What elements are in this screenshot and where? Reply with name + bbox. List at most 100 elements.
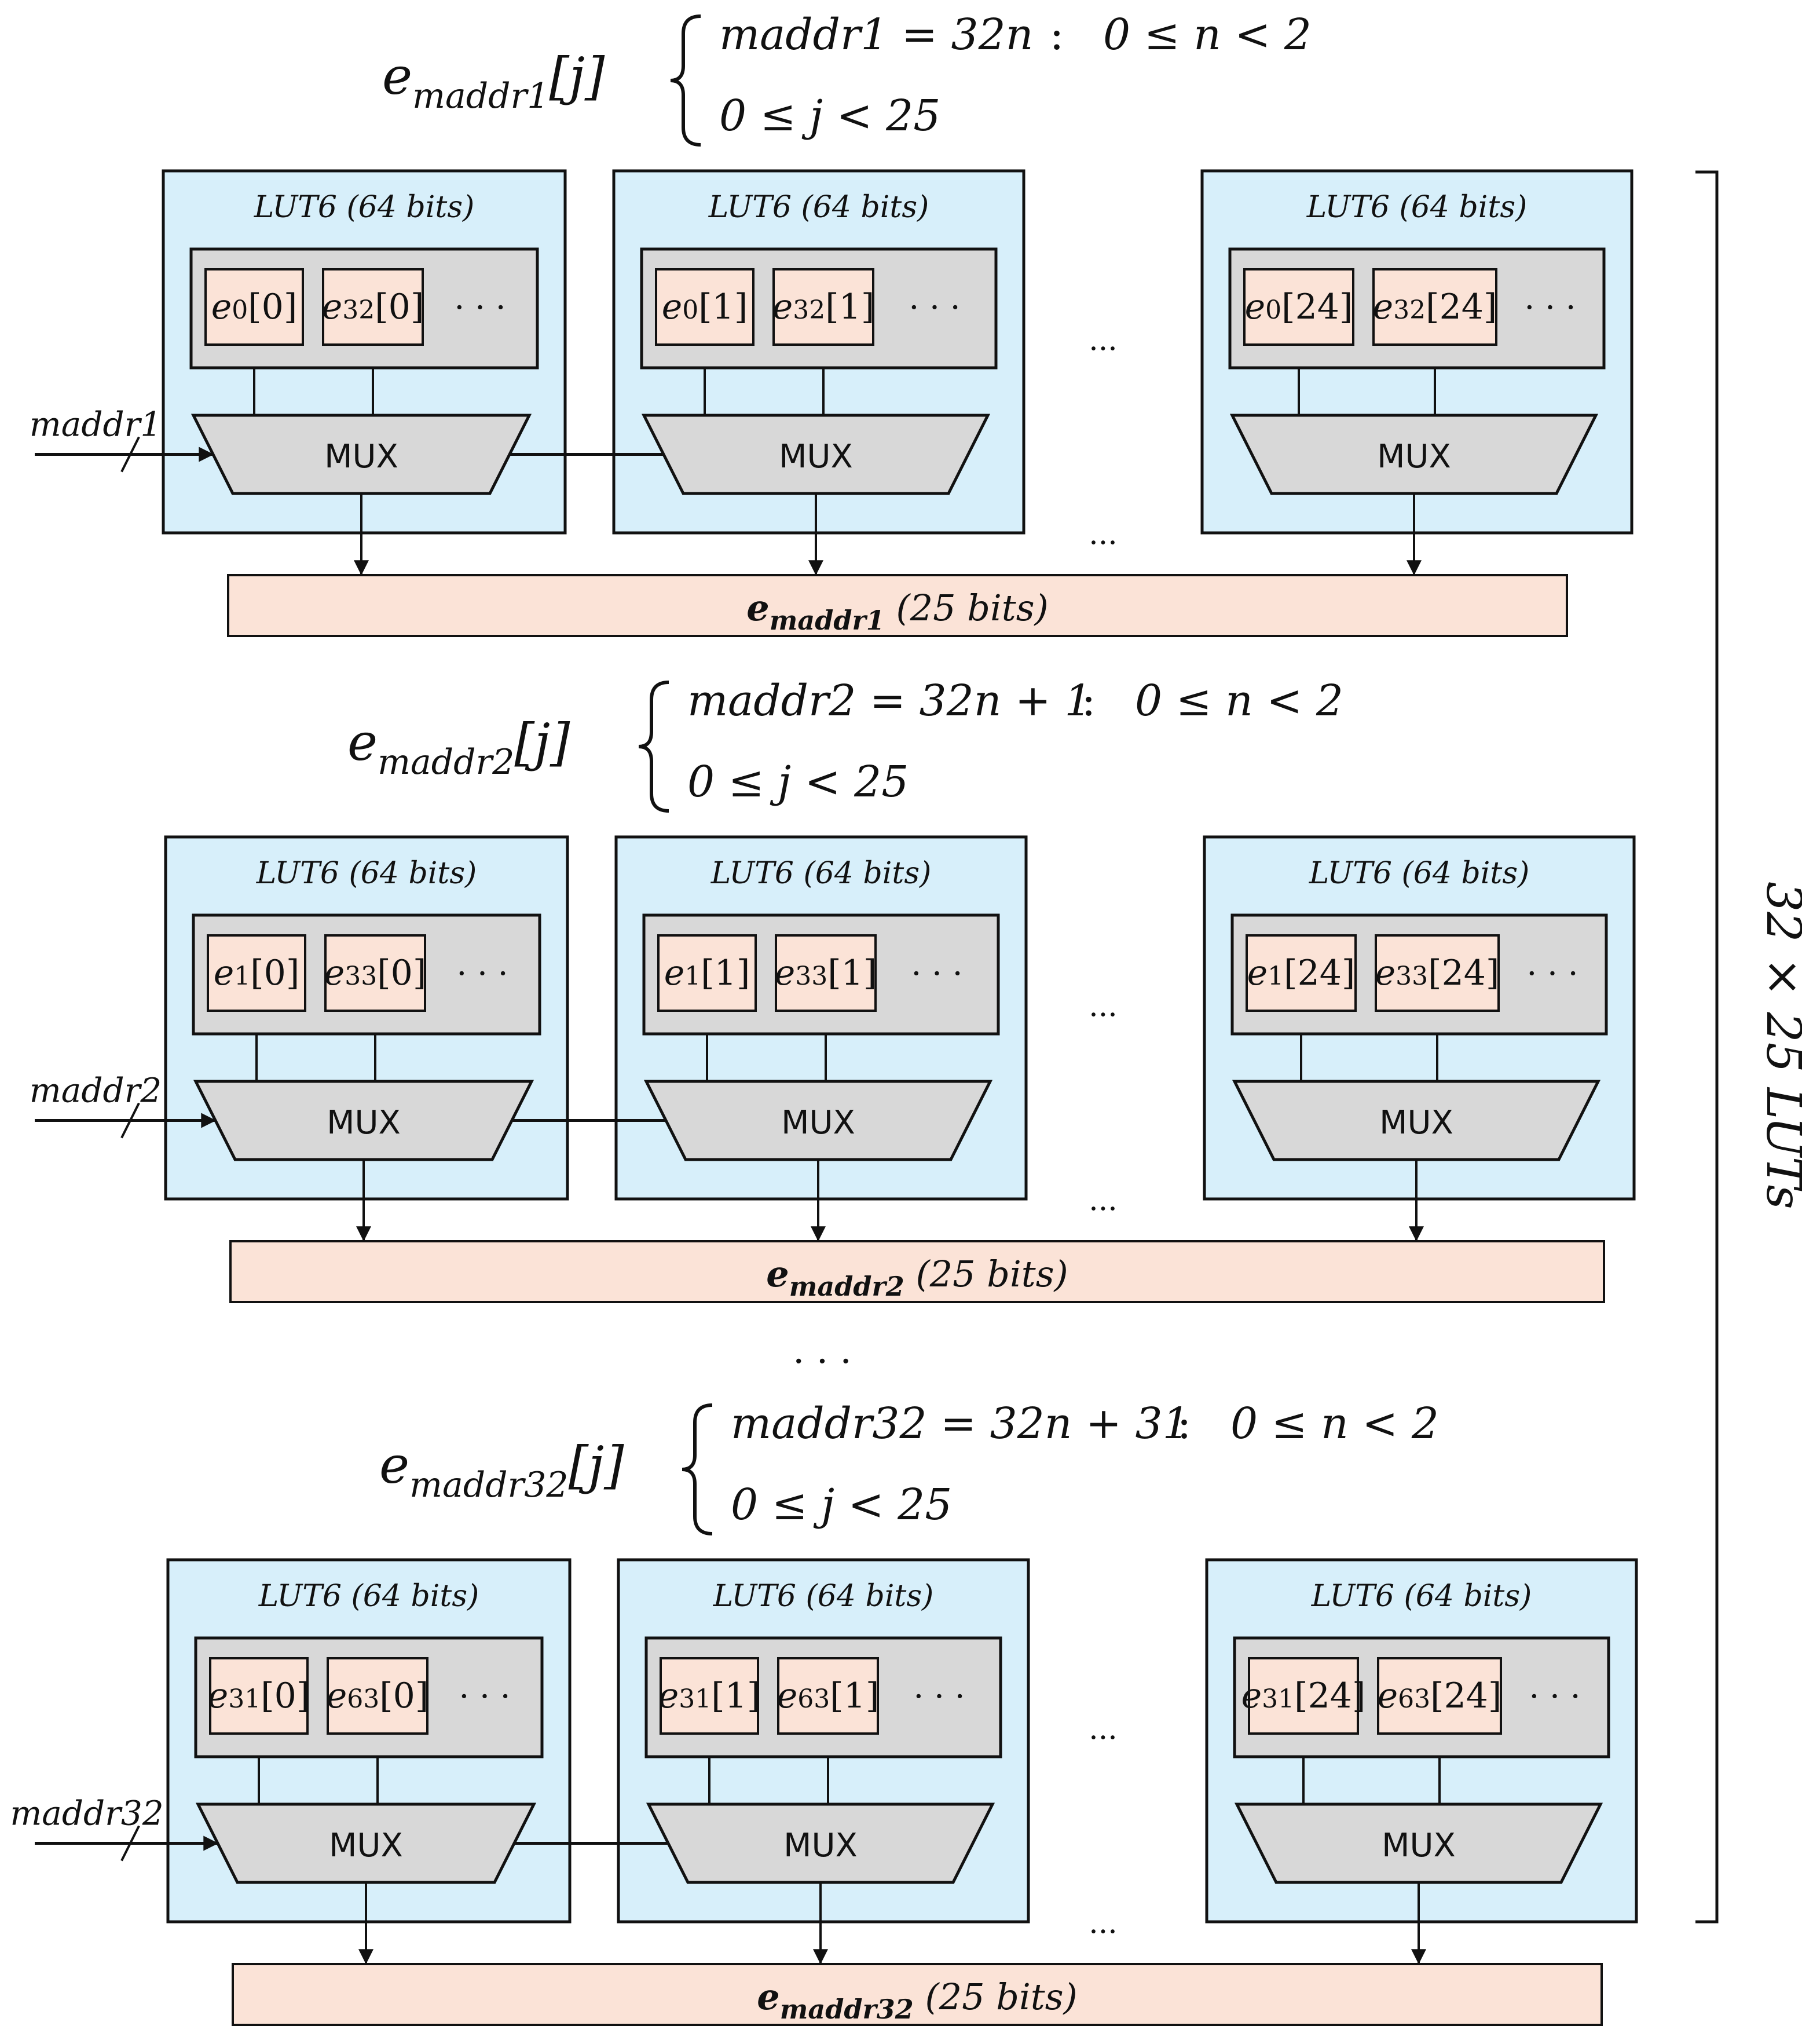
equation-colon: : xyxy=(1050,10,1064,60)
mux-label: MUX xyxy=(324,438,398,476)
entry-label: e1[1] xyxy=(664,953,750,993)
entry-cell xyxy=(1248,1657,1359,1735)
equation-main: maddr1 = 32n xyxy=(719,10,1033,60)
cell-ellipsis: · · · xyxy=(911,955,962,993)
equation-lhs: emaddr32[j] xyxy=(379,1435,624,1505)
entry-label: e32[24] xyxy=(1373,287,1497,327)
equation-lhs: emaddr2[j] xyxy=(347,712,570,783)
mux-shape xyxy=(1234,1802,1603,1884)
brace-shape xyxy=(670,14,701,147)
lut6-block: LUT6 (64 bits)e1[1]e33[1]· · ·MUX xyxy=(614,835,1028,1242)
address-input: maddr1 xyxy=(30,405,214,473)
entry-cell xyxy=(204,268,304,346)
entry-cell xyxy=(324,934,426,1012)
address-input-label: maddr2 xyxy=(30,1071,162,1110)
cell-ellipsis: · · · xyxy=(1524,289,1576,327)
address-input-label: maddr32 xyxy=(10,1794,163,1833)
equation-colon: : xyxy=(1177,1399,1192,1449)
mux-label: MUX xyxy=(781,1104,855,1142)
mux-shape xyxy=(643,1080,993,1161)
mux-shape xyxy=(193,1080,534,1161)
entry-label: e63[1] xyxy=(777,1676,880,1716)
entry-cell xyxy=(775,934,877,1012)
entry-cell xyxy=(1372,268,1497,346)
output-register xyxy=(227,574,1568,637)
brace-shape xyxy=(682,1403,713,1535)
lut6-label: LUT6 (64 bits) xyxy=(713,1579,934,1614)
cell-ellipsis: · · · xyxy=(459,1678,510,1716)
entry-label: e32[1] xyxy=(772,287,875,327)
lut6-block: LUT6 (64 bits)e31[1]e63[1]· · ·MUX xyxy=(617,1558,1030,1965)
equation-condition: 0 ≤ n < 2 xyxy=(1135,676,1343,726)
lut6-label: LUT6 (64 bits) xyxy=(1306,190,1528,225)
mux-shape xyxy=(195,1802,537,1884)
mux-shape xyxy=(191,414,532,495)
group-maddr32: emaddr32[j]maddr32 = 32n + 31:0 ≤ n < 20… xyxy=(10,1399,1638,2026)
entry-label: e33[0] xyxy=(324,953,427,993)
equation-condition: 0 ≤ n < 2 xyxy=(1230,1399,1439,1449)
lut6-block: LUT6 (64 bits)e31[24]e63[24]· · ·MUX xyxy=(1205,1558,1638,1965)
entry-label: e63[0] xyxy=(327,1676,429,1716)
entry-cell xyxy=(209,1657,309,1735)
mux-label: MUX xyxy=(327,1104,401,1142)
mux-label: MUX xyxy=(1377,438,1451,476)
output-register xyxy=(229,1240,1605,1303)
lut6-label: LUT6 (64 bits) xyxy=(258,1579,479,1614)
mux-label: MUX xyxy=(779,438,853,476)
lut6-block: LUT6 (64 bits)e0[24]e32[24]· · ·MUX xyxy=(1200,169,1633,576)
cell-ellipsis: · · · xyxy=(1526,955,1578,993)
lut-ellipsis: ··· xyxy=(1089,998,1118,1033)
entry-cell xyxy=(1243,268,1354,346)
lut6-block: LUT6 (64 bits)e1[0]e33[0]· · ·MUX xyxy=(164,835,569,1242)
entry-label: e32[0] xyxy=(322,287,424,327)
lut6-label: LUT6 (64 bits) xyxy=(1311,1579,1532,1614)
entry-label: e0[0] xyxy=(211,287,298,327)
entry-cell xyxy=(655,268,755,346)
mux-label: MUX xyxy=(329,1827,403,1864)
lut-ellipsis: ··· xyxy=(1089,332,1118,367)
equation-j-range: 0 ≤ j < 25 xyxy=(731,1480,952,1530)
bus-slash xyxy=(120,1102,140,1139)
output-register-label: emaddr2 (25 bits) xyxy=(766,1253,1068,1302)
equation-main: maddr2 = 32n + 1 xyxy=(687,676,1092,726)
cell-ellipsis: · · · xyxy=(456,955,508,993)
lut6-block: LUT6 (64 bits)e1[24]e33[24]· · ·MUX xyxy=(1203,835,1636,1242)
brace-shape xyxy=(638,681,669,813)
address-input: maddr32 xyxy=(10,1794,219,1862)
lut6-label: LUT6 (64 bits) xyxy=(254,190,475,225)
entry-label: e31[0] xyxy=(208,1676,310,1716)
group-maddr2: emaddr2[j] maddr2 = 32n + 1:0 ≤ n < 2 0 ≤ … xyxy=(30,676,1636,1303)
lut6-block: LUT6 (64 bits) e31[0] e63[0] · · · MUX xyxy=(166,1558,572,1965)
address-equation: emaddr32[j]maddr32 = 32n + 31:0 ≤ n < 20… xyxy=(379,1399,1439,1535)
cell-ellipsis: · · · xyxy=(454,289,506,327)
address-equation: emaddr2[j] maddr2 = 32n + 1:0 ≤ n < 2 0 ≤ … xyxy=(347,676,1343,813)
entry-cell xyxy=(660,1657,759,1735)
mux-label: MUX xyxy=(783,1827,858,1864)
entry-label: e31[24] xyxy=(1241,1676,1366,1716)
equation-j-range: 0 ≤ j < 25 xyxy=(687,757,909,807)
mux-shape xyxy=(1229,414,1599,495)
entry-cell xyxy=(327,1657,428,1735)
entry-cell xyxy=(322,268,424,346)
total-luts-label: 32 × 25 LUTs xyxy=(1756,882,1802,1209)
equation-condition: 0 ≤ n < 2 xyxy=(1103,10,1312,60)
cell-ellipsis: · · · xyxy=(913,1678,965,1716)
output-ellipsis: ··· xyxy=(1089,1192,1118,1227)
output-register-label: emaddr1 (25 bits) xyxy=(746,587,1048,636)
bus-slash xyxy=(120,436,140,473)
equation-colon: : xyxy=(1082,676,1096,726)
mux-shape xyxy=(646,1802,995,1884)
group-maddr1: emaddr1[j]maddr1 = 32n:0 ≤ n < 20 ≤ j < … xyxy=(30,10,1633,637)
entry-label: e33[1] xyxy=(775,953,877,993)
output-ellipsis: ··· xyxy=(1089,526,1118,561)
lut-ellipsis: ··· xyxy=(1089,1721,1118,1756)
equation-lhs: emaddr1[j] xyxy=(382,46,605,116)
mux-shape xyxy=(1232,1080,1601,1161)
mux-shape xyxy=(641,414,991,495)
bus-slash xyxy=(120,1825,140,1862)
address-input: maddr2 xyxy=(30,1071,217,1139)
group-ellipsis: · · · xyxy=(793,1340,852,1383)
cell-ellipsis: · · · xyxy=(909,289,960,327)
lut6-label: LUT6 (64 bits) xyxy=(256,856,477,891)
right-bracket xyxy=(1695,170,1719,1924)
